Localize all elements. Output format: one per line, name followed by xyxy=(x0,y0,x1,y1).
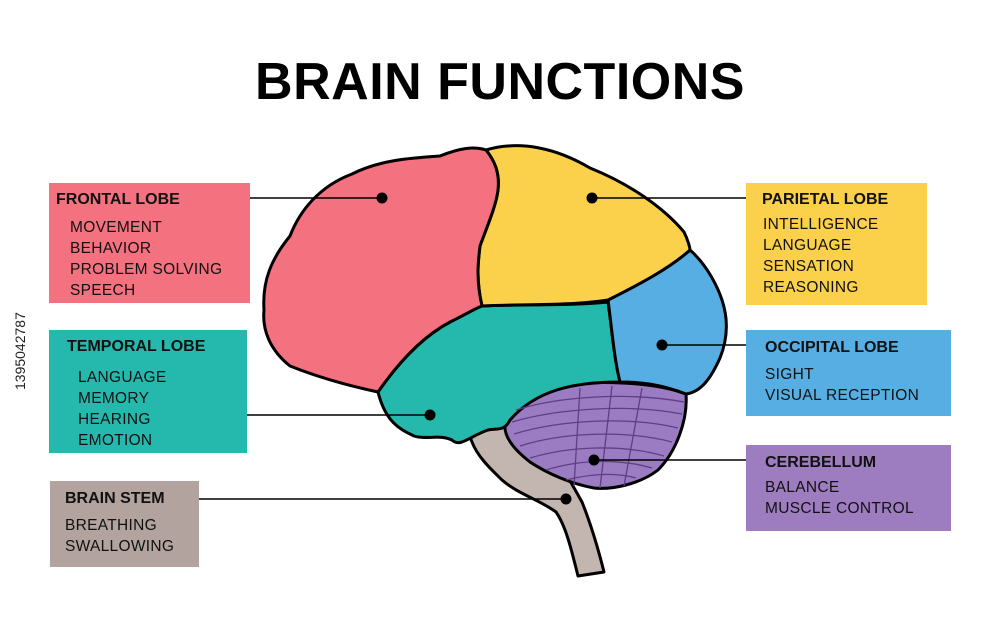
pointer-lines xyxy=(199,197,760,500)
temporal-item: EMOTION xyxy=(78,432,153,449)
pointer-dots xyxy=(376,192,668,505)
cerebellum-heading: CEREBELLUM xyxy=(765,454,877,471)
frontal-lobe-heading: FRONTAL LOBE xyxy=(56,191,180,208)
parietal-item: LANGUAGE xyxy=(763,237,852,254)
stem-pointer-dot xyxy=(560,493,572,505)
cerebellum-folds xyxy=(511,385,685,489)
temporal-lobe-heading: TEMPORAL LOBE xyxy=(67,338,206,355)
frontal-pointer-dot xyxy=(376,192,388,204)
frontal-item: PROBLEM SOLVING xyxy=(70,261,223,278)
occipital-pointer-dot xyxy=(656,339,668,351)
temporal-item: LANGUAGE xyxy=(78,369,167,386)
frontal-item: BEHAVIOR xyxy=(70,240,152,257)
parietal-lobe-label-box: PARIETAL LOBE INTELLIGENCE LANGUAGE SENS… xyxy=(746,183,927,305)
cerebellum-item: MUSCLE CONTROL xyxy=(765,500,914,517)
brain-stem-shape xyxy=(466,423,606,578)
frontal-item: SPEECH xyxy=(70,282,136,299)
stem-item: SWALLOWING xyxy=(65,538,175,555)
brain-stem-label-box: BRAIN STEM BREATHING SWALLOWING xyxy=(50,481,199,567)
cerebellum-label-box: CEREBELLUM BALANCE MUSCLE CONTROL xyxy=(746,445,951,531)
stem-item: BREATHING xyxy=(65,517,157,534)
page-title: BRAIN FUNCTIONS xyxy=(255,53,745,111)
parietal-item: SENSATION xyxy=(763,258,855,275)
brain-stem-heading: BRAIN STEM xyxy=(65,490,165,507)
temporal-pointer-dot xyxy=(424,409,436,421)
temporal-lobe-label-box: TEMPORAL LOBE LANGUAGE MEMORY HEARING EM… xyxy=(49,330,247,453)
parietal-item: INTELLIGENCE xyxy=(763,216,879,233)
occipital-item: VISUAL RECEPTION xyxy=(765,387,920,404)
parietal-pointer-dot xyxy=(586,192,598,204)
frontal-lobe-shape xyxy=(262,146,500,394)
stock-id-watermark: 1395042787 xyxy=(12,312,28,390)
occipital-lobe-label-box: OCCIPITAL LOBE SIGHT VISUAL RECEPTION xyxy=(746,330,951,416)
temporal-item: HEARING xyxy=(78,411,151,428)
parietal-lobe-heading: PARIETAL LOBE xyxy=(762,191,889,208)
occipital-item: SIGHT xyxy=(765,366,814,383)
cerebellum-pointer-dot xyxy=(588,454,600,466)
parietal-item: REASONING xyxy=(763,279,859,296)
frontal-item: MOVEMENT xyxy=(70,219,162,236)
cerebellum-item: BALANCE xyxy=(765,479,840,496)
occipital-lobe-heading: OCCIPITAL LOBE xyxy=(765,339,899,356)
temporal-item: MEMORY xyxy=(78,390,150,407)
frontal-lobe-label-box: FRONTAL LOBE MOVEMENT BEHAVIOR PROBLEM S… xyxy=(49,183,250,303)
